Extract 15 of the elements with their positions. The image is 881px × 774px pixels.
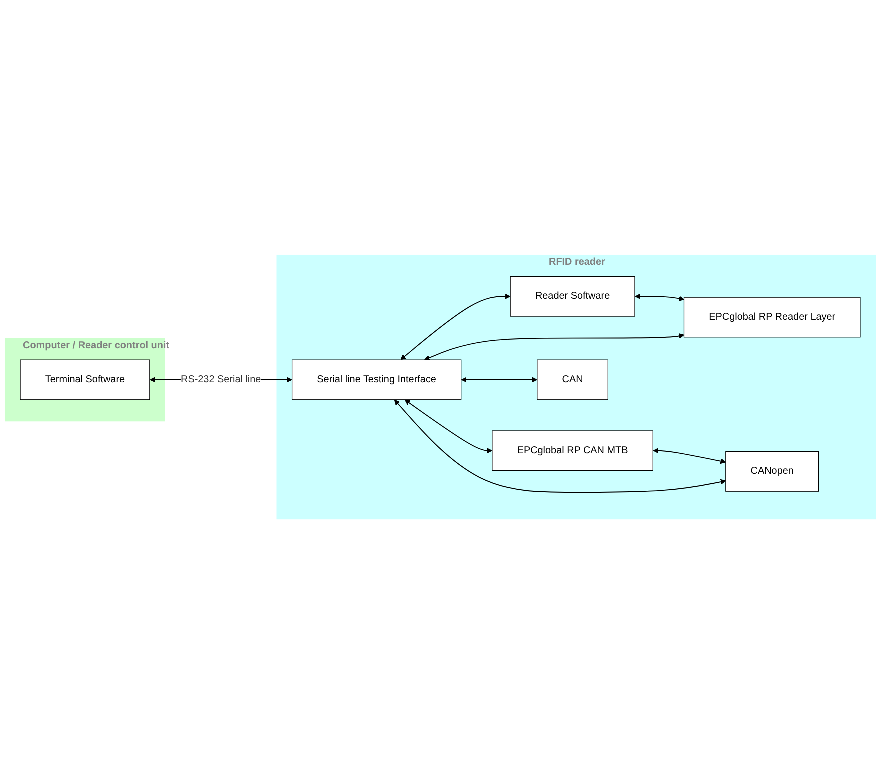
node-box: Reader Software (510, 276, 636, 317)
arrow (404, 400, 493, 454)
node-box: EPCglobal RP CAN MTB (492, 430, 654, 471)
node-box: Serial line Testing Interface (292, 359, 462, 400)
arrow (635, 294, 684, 302)
arrow (424, 333, 684, 360)
arrow (400, 294, 511, 360)
node-box: CAN (537, 359, 608, 400)
edge-label: RS-232 Serial line (181, 374, 262, 385)
arrow (461, 376, 538, 382)
arrow (394, 400, 726, 493)
node-box: Terminal Software (20, 359, 150, 400)
node-box: CANopen (726, 451, 820, 492)
node-box: EPCglobal RP Reader Layer (684, 296, 861, 338)
arrow (653, 448, 726, 464)
